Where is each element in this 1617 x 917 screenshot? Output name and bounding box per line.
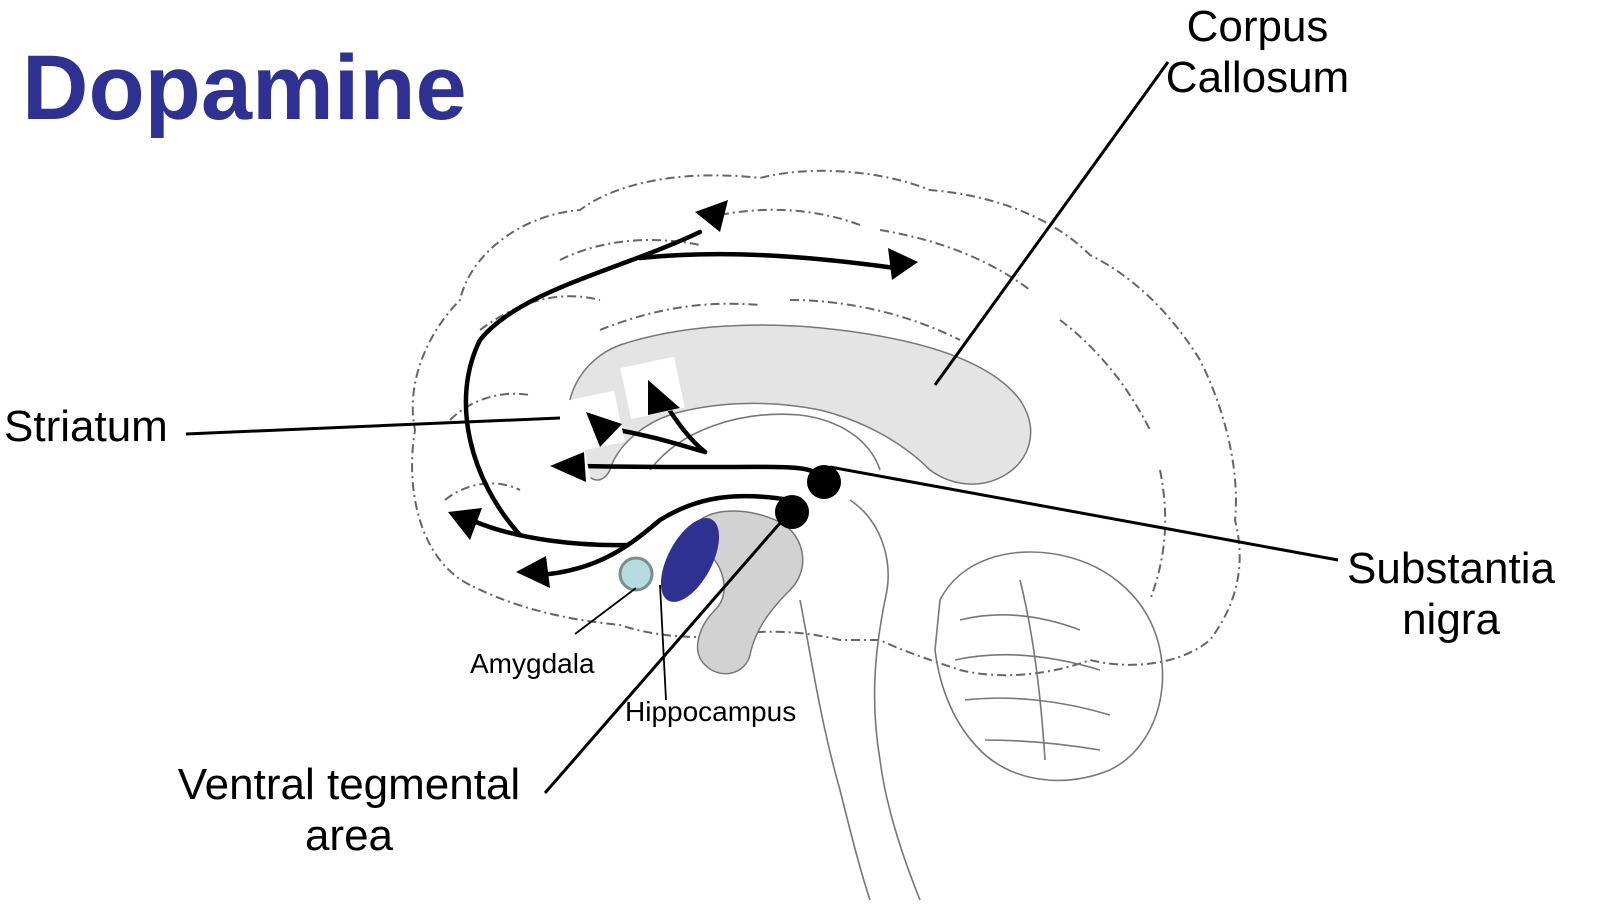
substantia-nigra-leader xyxy=(830,467,1338,560)
vta-line-1: Ventral tegmental xyxy=(168,760,530,811)
amygdala-label: Amygdala xyxy=(470,648,595,680)
corpus-callosum-line-1: Corpus xyxy=(1160,2,1355,53)
nigrostriatal-pathway-1 xyxy=(580,466,822,480)
arrowhead-top xyxy=(695,200,728,232)
cerebellum-folds xyxy=(955,580,1110,760)
corpus-callosum-label: Corpus Callosum xyxy=(1160,2,1355,103)
corpus-callosum-line-2: Callosum xyxy=(1160,53,1355,104)
amygdala-shape xyxy=(620,558,652,590)
cerebellum-shape xyxy=(935,552,1163,780)
cerebrum-outline xyxy=(412,171,1240,675)
substantia-nigra-label: Substantia nigra xyxy=(1340,544,1562,645)
brainstem-front xyxy=(800,600,870,900)
substantia-nigra-dot xyxy=(807,465,841,499)
brainstem-shape xyxy=(850,500,920,900)
hippocampus-label: Hippocampus xyxy=(625,696,796,728)
substantia-nigra-line-2: nigra xyxy=(1340,595,1562,646)
hippocampus-leader xyxy=(660,585,666,700)
mesocortical-pathway-right xyxy=(640,254,895,268)
pathway-lower-left xyxy=(476,522,628,545)
substantia-nigra-line-1: Substantia xyxy=(1340,544,1562,595)
arrowhead-right xyxy=(888,248,918,280)
corpus-callosum-leader xyxy=(935,62,1168,385)
striatum-leader xyxy=(186,418,560,434)
striatum-label: Striatum xyxy=(4,402,168,453)
vta-label: Ventral tegmental area xyxy=(168,760,530,861)
arrowhead-amygdala xyxy=(516,556,550,588)
thalamus-shape xyxy=(650,414,880,470)
vta-line-2: area xyxy=(168,811,530,862)
page-title: Dopamine xyxy=(22,42,467,134)
